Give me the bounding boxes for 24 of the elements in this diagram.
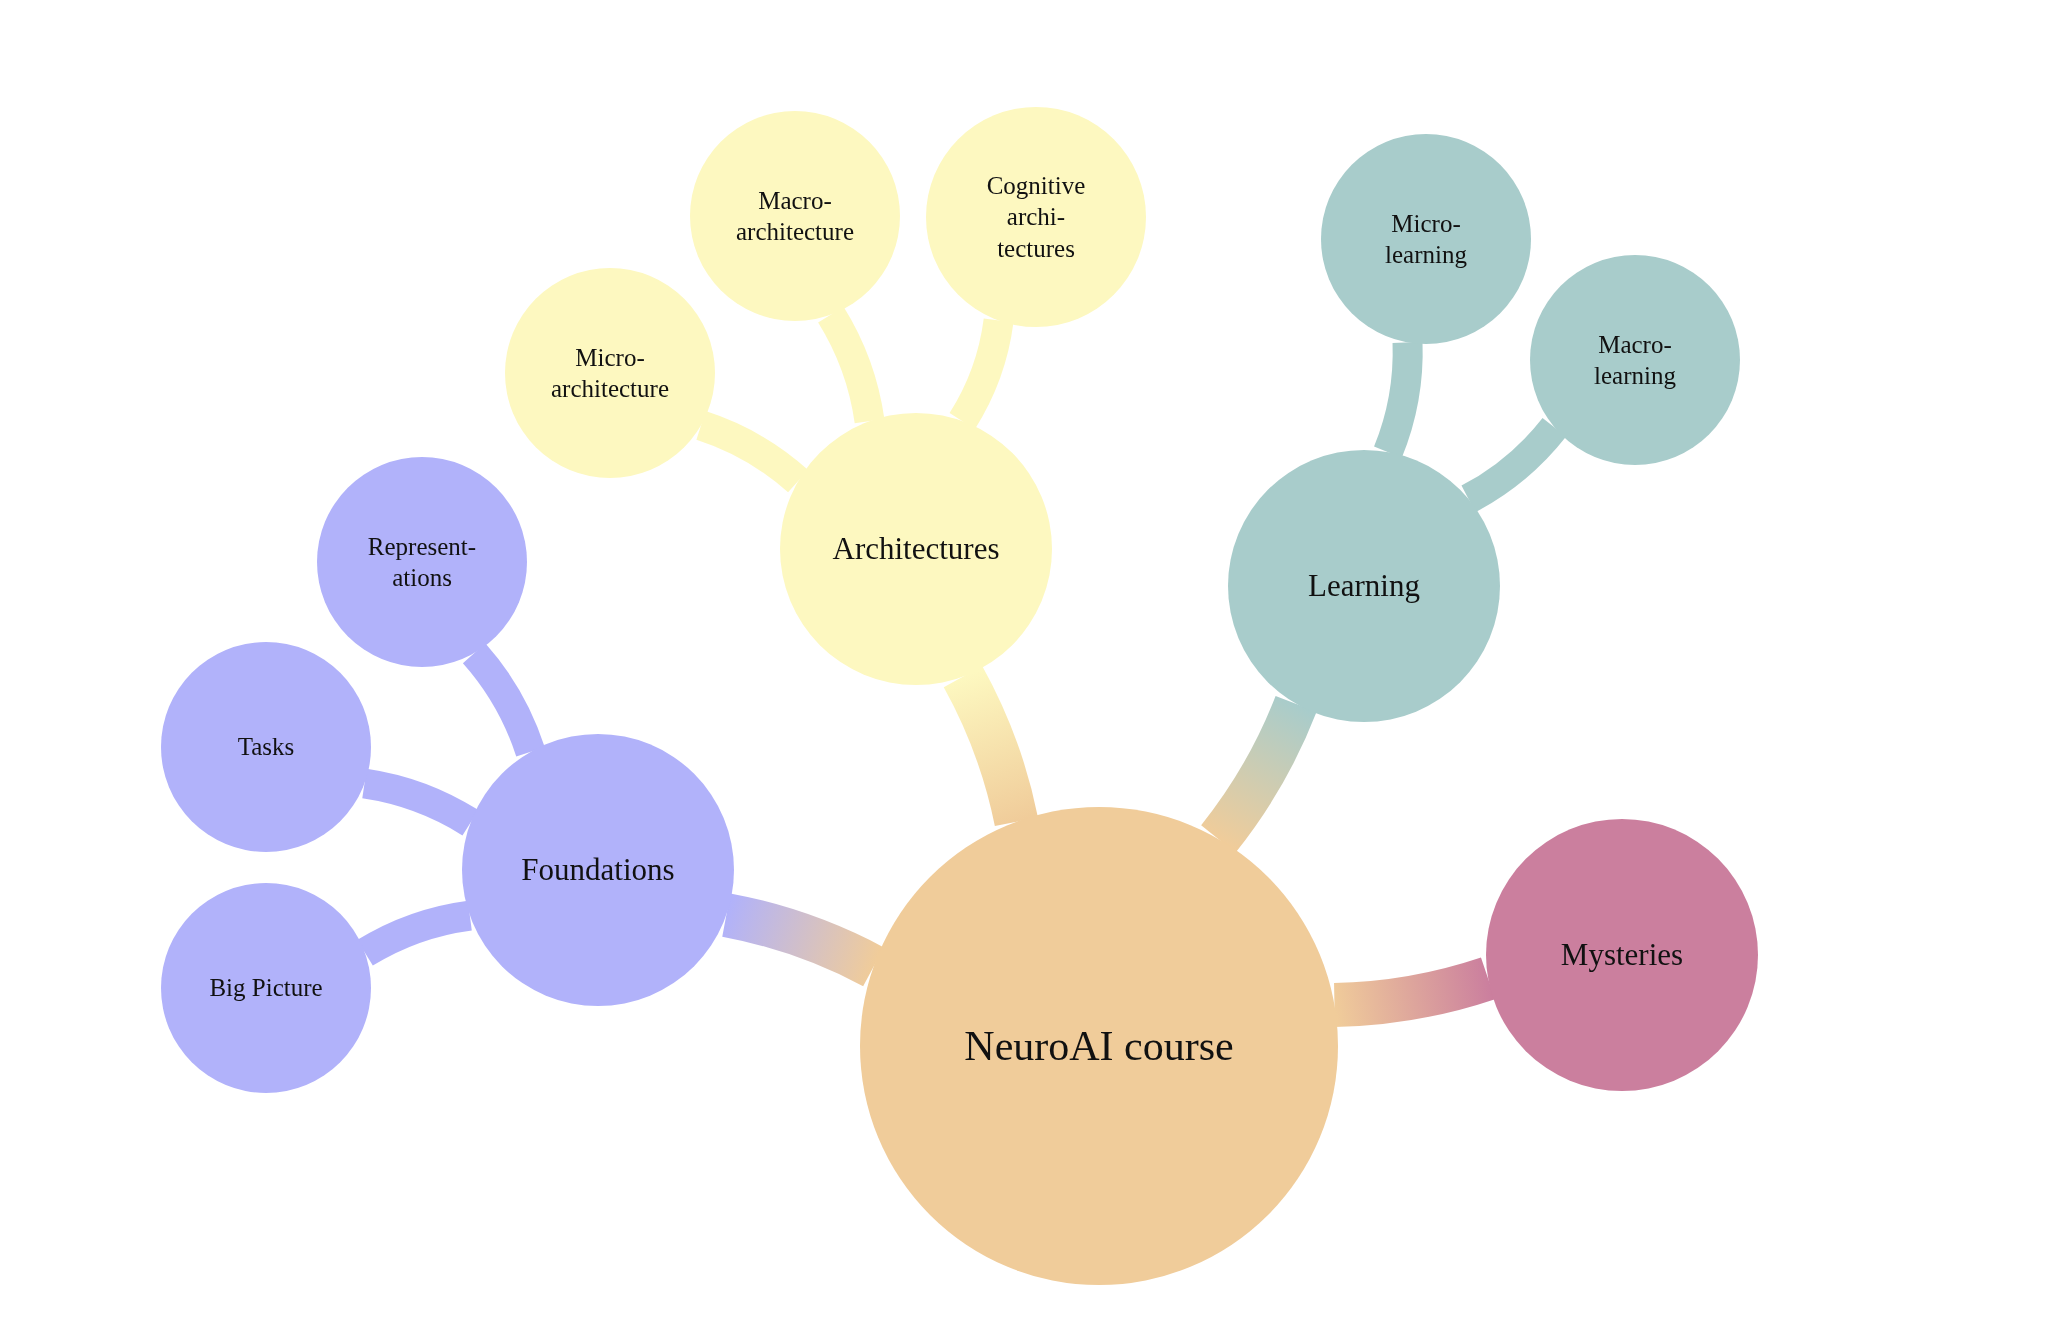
- topic-label: Micro- architecture: [550, 342, 670, 404]
- branch-connector: [462, 643, 545, 757]
- branch-connector: [1333, 957, 1495, 1027]
- topic-label: Foundations: [521, 850, 675, 889]
- branch-connector: [1461, 417, 1566, 513]
- branch-connector: [696, 411, 808, 493]
- topic-label: Tasks: [237, 732, 295, 763]
- topic-label: Macro- learning: [1593, 329, 1677, 391]
- topic-label: Macro- architecture: [735, 185, 855, 247]
- topic-label: NeuroAI course: [964, 1021, 1234, 1071]
- branch-connector: [1373, 342, 1423, 458]
- branch-connector: [943, 666, 1038, 827]
- topic-label: Learning: [1308, 566, 1420, 605]
- branch-connector: [722, 893, 884, 987]
- topic-label: Big Picture: [209, 973, 323, 1004]
- topic-label: Cognitive archi- tectures: [985, 171, 1087, 264]
- branch-connector: [1200, 695, 1317, 853]
- topic-label: Micro- learning: [1384, 208, 1468, 270]
- topic-label: Represent- ations: [366, 531, 478, 593]
- topic-label: Architectures: [832, 529, 1000, 568]
- branch-connector: [818, 307, 885, 424]
- branch-connector: [949, 318, 1014, 429]
- topic-label: Mysteries: [1560, 935, 1684, 974]
- branch-connector: [357, 900, 473, 966]
